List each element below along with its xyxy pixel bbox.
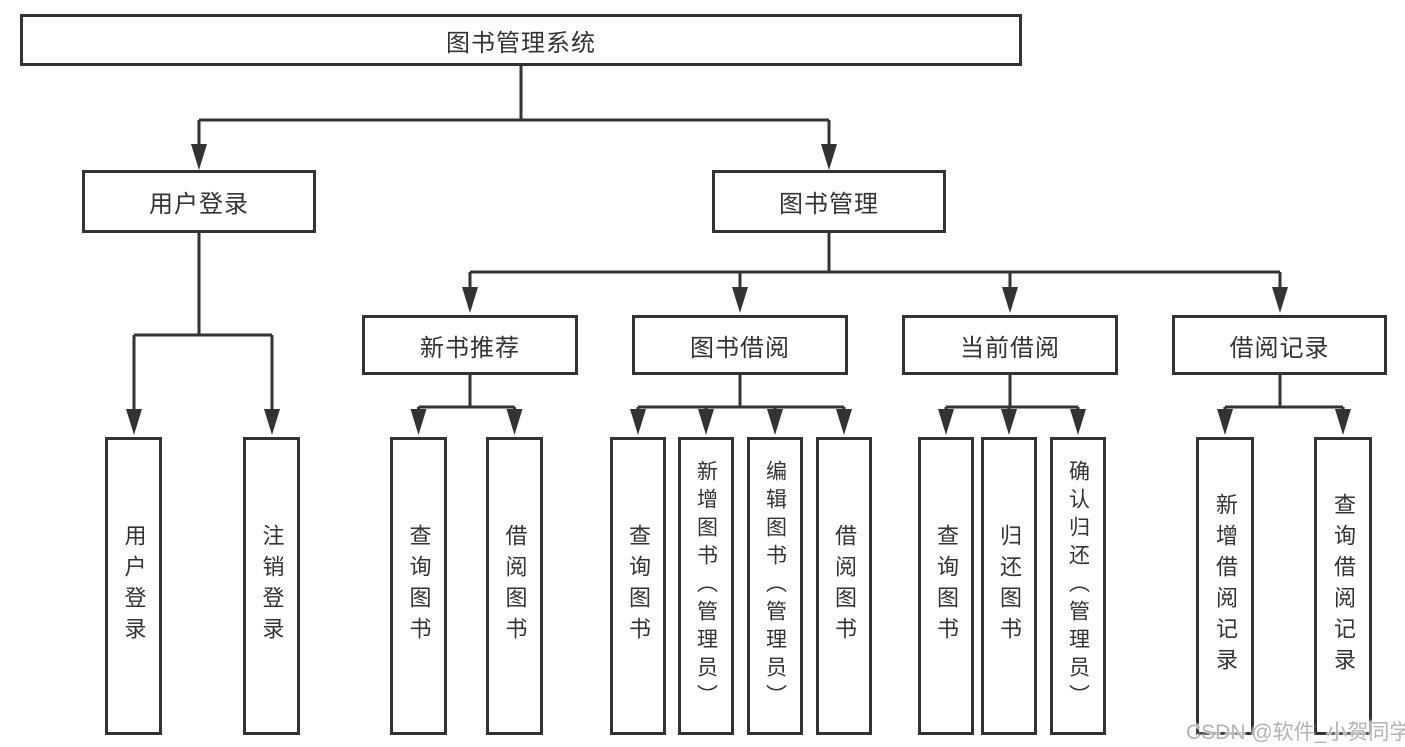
leaf-query-borrow-record: 查询借阅记录 <box>1314 437 1372 735</box>
node-current-borrowing: 当前借阅 <box>902 315 1118 375</box>
node-book-management: 图书管理 <box>712 170 946 233</box>
leaf-add-borrow-record: 新增借阅记录 <box>1196 437 1254 735</box>
leaf-query-books-recommendation: 查询图书 <box>390 437 447 735</box>
leaf-query-books-borrowing: 查询图书 <box>610 437 666 735</box>
leaf-confirm-return-admin: 确认归还（管理员） <box>1050 437 1106 735</box>
leaf-logout: 注销登录 <box>243 437 300 735</box>
leaf-edit-book-admin: 编辑图书（管理员） <box>747 437 803 735</box>
node-book-borrowing: 图书借阅 <box>632 315 848 375</box>
node-library-management-system: 图书管理系统 <box>20 14 1022 66</box>
leaf-user-login: 用户登录 <box>105 437 162 735</box>
leaf-borrow-books: 借阅图书 <box>816 437 872 735</box>
node-borrowing-records: 借阅记录 <box>1172 315 1387 375</box>
leaf-borrow-books-recommendation: 借阅图书 <box>486 437 543 735</box>
leaf-query-books-current: 查询图书 <box>918 437 974 735</box>
node-user-login: 用户登录 <box>82 170 316 233</box>
leaf-return-books: 归还图书 <box>981 437 1037 735</box>
csdn-watermark: CSDN @软件_小贺同学 <box>1186 721 1405 744</box>
node-new-book-recommendation: 新书推荐 <box>362 315 578 375</box>
leaf-add-book-admin: 新增图书（管理员） <box>678 437 734 735</box>
